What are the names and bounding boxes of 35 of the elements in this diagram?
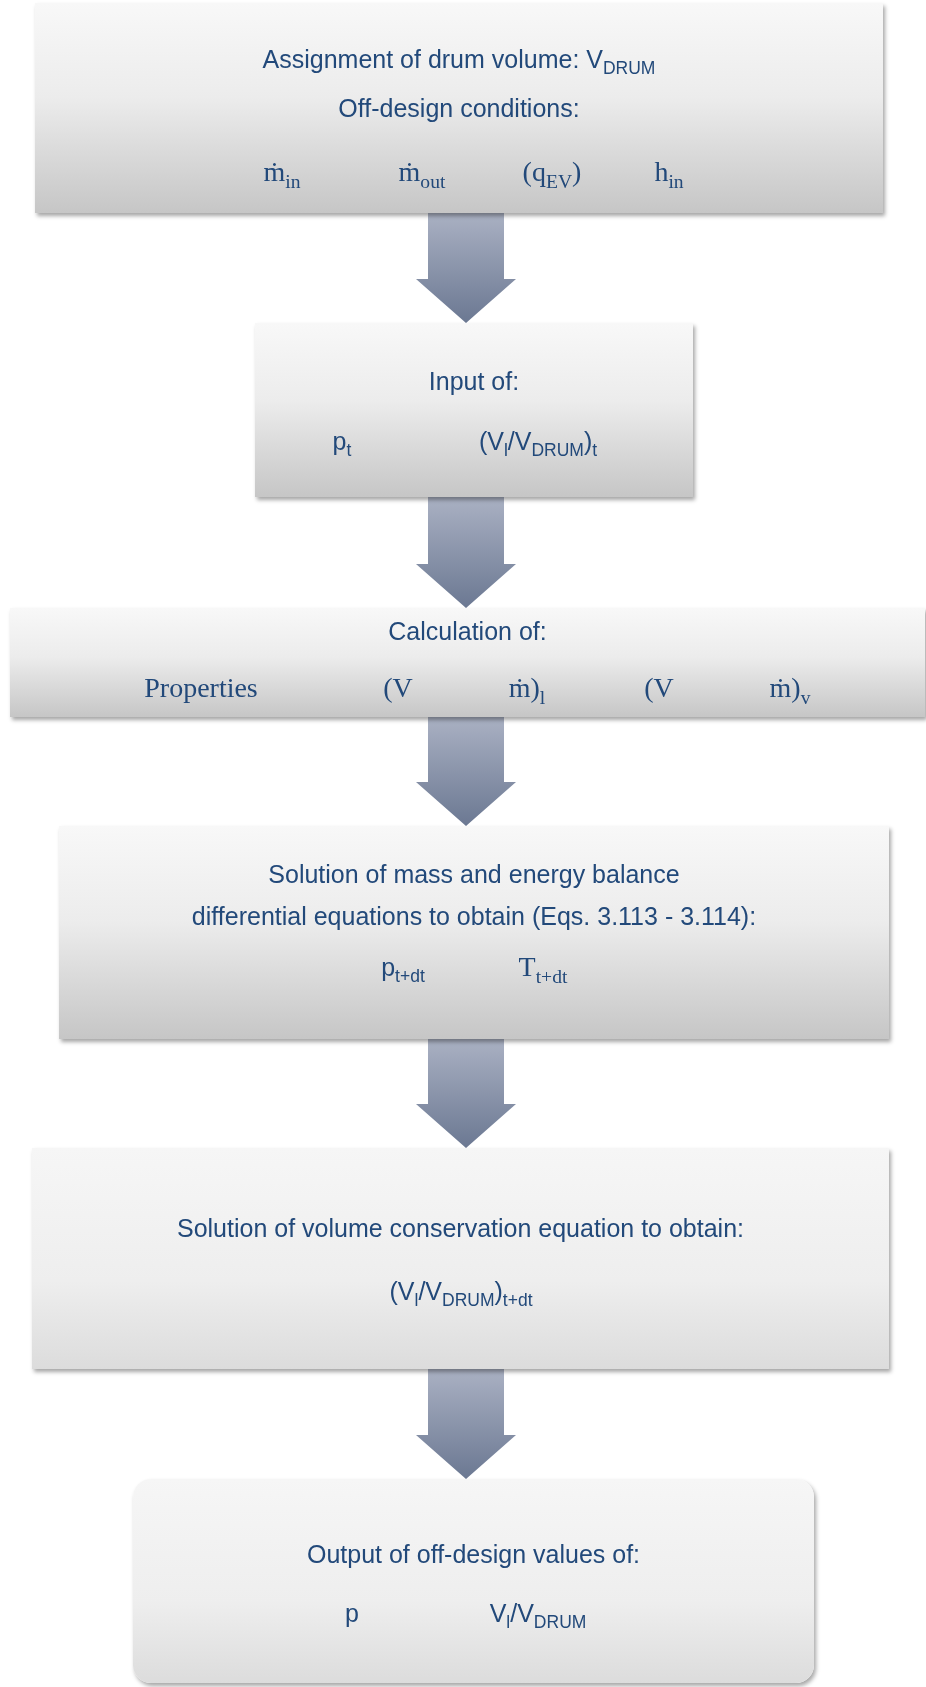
process-box: [133, 1479, 814, 1683]
variable-label: h$_{in}$: [654, 155, 684, 189]
variable-label: ṁ$_{out}$: [398, 155, 446, 189]
process-box: [10, 608, 925, 717]
process-box: [35, 3, 883, 213]
step-heading: Calculation of:: [388, 616, 547, 646]
process-box: [59, 826, 889, 1039]
variable-label: ṁ$_{in}$: [263, 155, 301, 189]
variable-label: (V$_{l}$/V$_{DRUM}$)$_{t}$: [478, 426, 598, 456]
variable-label: (V: [383, 671, 413, 705]
step-heading: Input of:: [428, 366, 520, 396]
step-heading: Off-design conditions:: [338, 93, 580, 123]
variable-label: V$_{l}$/V$_{DRUM}$: [489, 1598, 587, 1628]
block-arrow: [416, 1369, 516, 1479]
variable-label: p: [345, 1598, 359, 1628]
step-heading: Output of off-design values of:: [306, 1539, 641, 1569]
block-arrow: [416, 213, 516, 323]
block-arrow: [416, 497, 516, 608]
variable-label: p$_{t+dt}$: [381, 952, 425, 982]
step-heading: Assignment of drum volume: V$_{DRUM}$: [262, 44, 656, 74]
block-arrow: [416, 717, 516, 826]
variable-label: T$_{t+dt}$: [518, 950, 568, 984]
variable-label: (q$_{EV}$): [522, 155, 582, 189]
process-box: [255, 323, 693, 497]
variable-label: (V$_{l}$/V$_{DRUM}$)$_{t+dt}$: [389, 1276, 533, 1306]
variable-label: ṁ)$_{l}$: [508, 671, 546, 705]
variable-label: (V: [644, 671, 674, 705]
process-box: [32, 1148, 889, 1369]
variable-label: Properties: [144, 671, 258, 705]
step-heading: differential equations to obtain (Eqs. 3.113 - 3.114):: [191, 901, 757, 931]
step-heading: Solution of volume conservation equation to obtain:: [177, 1213, 744, 1243]
block-arrow: [416, 1039, 516, 1148]
step-heading: Solution of mass and energy balance: [268, 859, 680, 889]
variable-label: p$_{t}$: [332, 426, 352, 456]
variable-label: ṁ)$_{v}$: [769, 671, 811, 705]
